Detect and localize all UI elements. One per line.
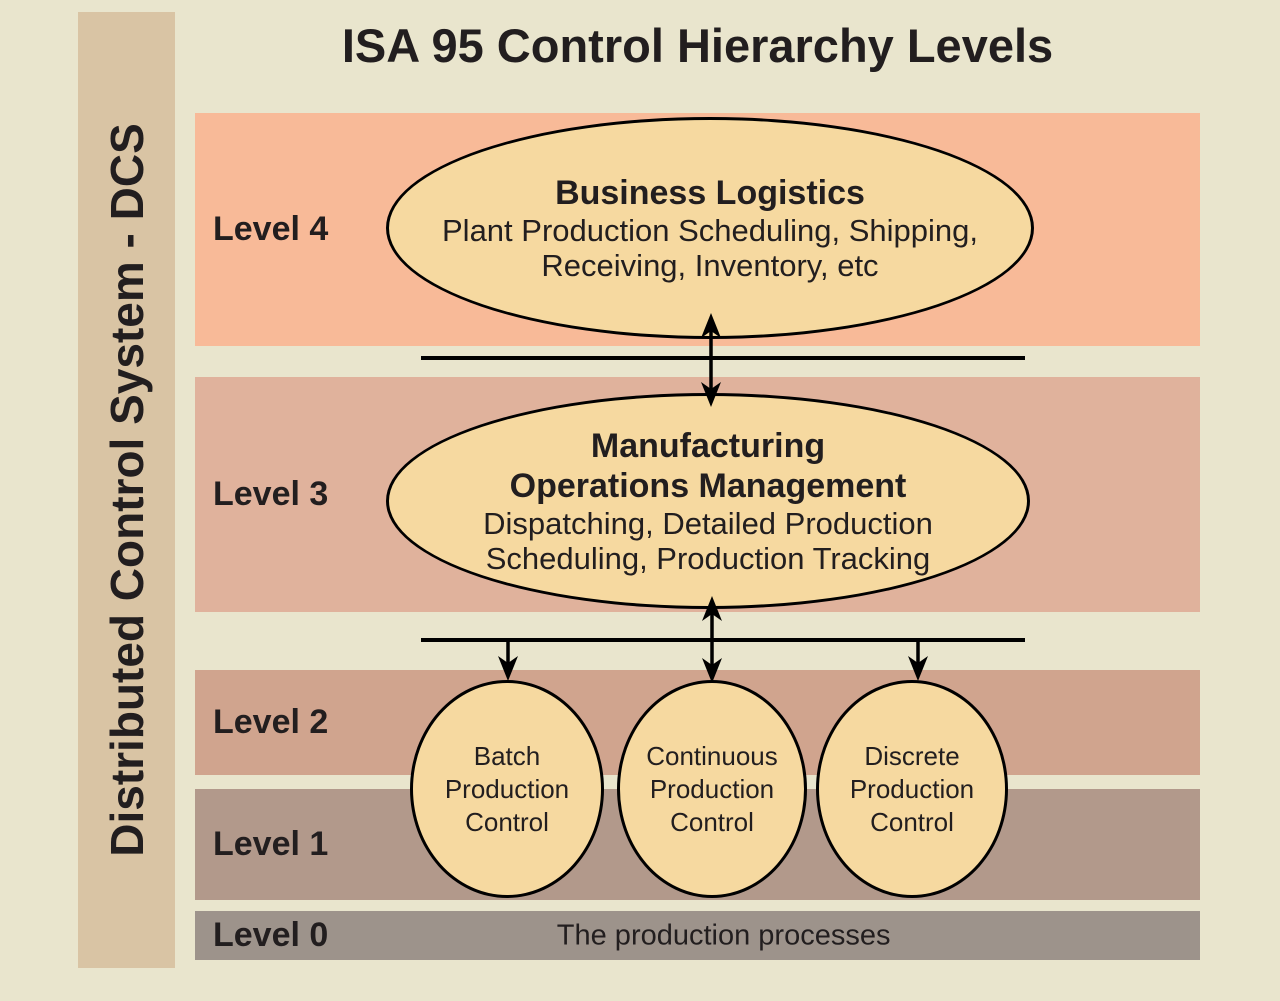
batch-line3: Control — [465, 806, 549, 837]
manufacturing-ops-title2: Operations Management — [509, 467, 907, 505]
level0-band: Level 0 The production processes — [195, 911, 1200, 960]
level0-description: The production processes — [556, 919, 891, 951]
manufacturing-ops-title1: Manufacturing — [590, 427, 826, 465]
continuous-line3: Control — [670, 806, 754, 837]
diagram-title: ISA 95 Control Hierarchy Levels — [341, 19, 1054, 72]
level0-label: Level 0 — [213, 916, 329, 954]
continuous-production-control-node: Continuous Production Control — [617, 680, 807, 898]
discrete-line2: Production — [849, 773, 975, 804]
business-logistics-line1: Plant Production Scheduling, Shipping, — [442, 213, 978, 248]
level1-label: Level 1 — [213, 825, 329, 863]
business-logistics-title: Business Logistics — [555, 174, 865, 212]
manufacturing-ops-line1: Dispatching, Detailed Production — [483, 506, 933, 541]
discrete-line1: Discrete — [864, 740, 960, 771]
level3-label: Level 3 — [213, 475, 329, 513]
level4-label: Level 4 — [213, 210, 329, 248]
batch-line1: Batch — [473, 740, 541, 771]
manufacturing-ops-line2: Scheduling, Production Tracking — [485, 541, 931, 576]
discrete-production-control-node: Discrete Production Control — [816, 680, 1008, 898]
business-logistics-line2: Receiving, Inventory, etc — [541, 248, 879, 283]
continuous-line2: Production — [649, 773, 775, 804]
dcs-sidebar: Distributed Control System - DCS — [78, 12, 175, 968]
batch-line2: Production — [444, 773, 570, 804]
level2-label: Level 2 — [213, 703, 329, 741]
batch-production-control-node: Batch Production Control — [410, 680, 604, 898]
dcs-sidebar-label: Distributed Control System - DCS — [100, 123, 153, 857]
discrete-line3: Control — [870, 806, 954, 837]
manufacturing-operations-node: Manufacturing Operations Management Disp… — [386, 393, 1030, 609]
continuous-line1: Continuous — [646, 740, 778, 771]
business-logistics-node: Business Logistics Plant Production Sche… — [386, 117, 1034, 339]
